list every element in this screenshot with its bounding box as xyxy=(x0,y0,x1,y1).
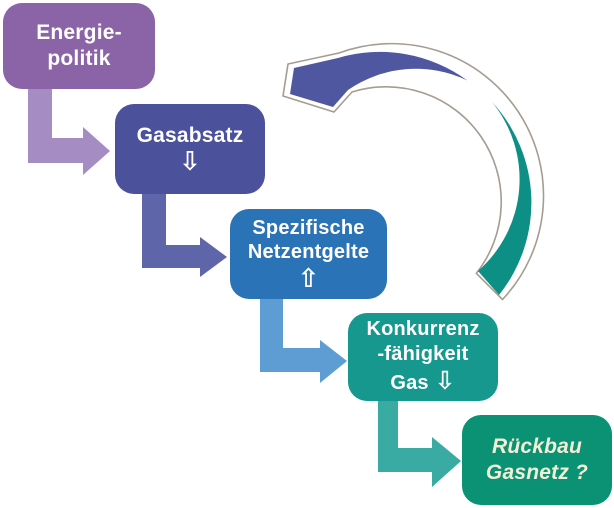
up-arrow-icon: ⇧ xyxy=(297,262,320,293)
connector-gasabsatz-netzentgelte xyxy=(142,192,227,277)
node-spezifische-netzentgelte: Spezifische Netzentgelte ⇧ xyxy=(230,209,387,299)
node-label-line: Energie- xyxy=(36,21,122,45)
node-rueckbau-gasnetz: Rückbau Gasnetz ? xyxy=(462,415,612,505)
node-label-line: Rückbau xyxy=(491,435,583,459)
node-label-line: Gasnetz ? xyxy=(485,461,589,484)
loop-arrow-tail-segment xyxy=(478,102,532,295)
node-label-line: -fähigkeit xyxy=(377,342,469,365)
node-label-line: Spezifische xyxy=(252,216,365,239)
node-label-line: Konkurrenz xyxy=(366,318,480,341)
node-label-line: Gasabsatz xyxy=(136,123,244,147)
node-label-line: Netzentgelte xyxy=(247,241,370,264)
connector-netzentgelte-konkurrenz xyxy=(260,297,347,383)
node-label-text: Gas xyxy=(390,372,435,395)
loop-arrow-outline-band xyxy=(282,42,545,301)
node-gasabsatz: Gasabsatz ⇩ xyxy=(115,104,265,194)
node-energiepolitik: Energie- politik xyxy=(3,3,155,89)
down-arrow-icon: ⇩ xyxy=(179,146,201,177)
down-arrow-icon: ⇩ xyxy=(434,367,456,396)
node-label-line: Gas ⇩ xyxy=(390,366,455,397)
connector-energiepolitik-gasabsatz xyxy=(28,88,110,175)
connector-konkurrenz-rueckbau xyxy=(378,399,461,487)
node-label-line: politik xyxy=(47,47,111,70)
node-konkurrenzfaehigkeit-gas: Konkurrenz -fähigkeit Gas ⇩ xyxy=(348,313,498,401)
loop-arrow-head-segment xyxy=(290,51,468,107)
